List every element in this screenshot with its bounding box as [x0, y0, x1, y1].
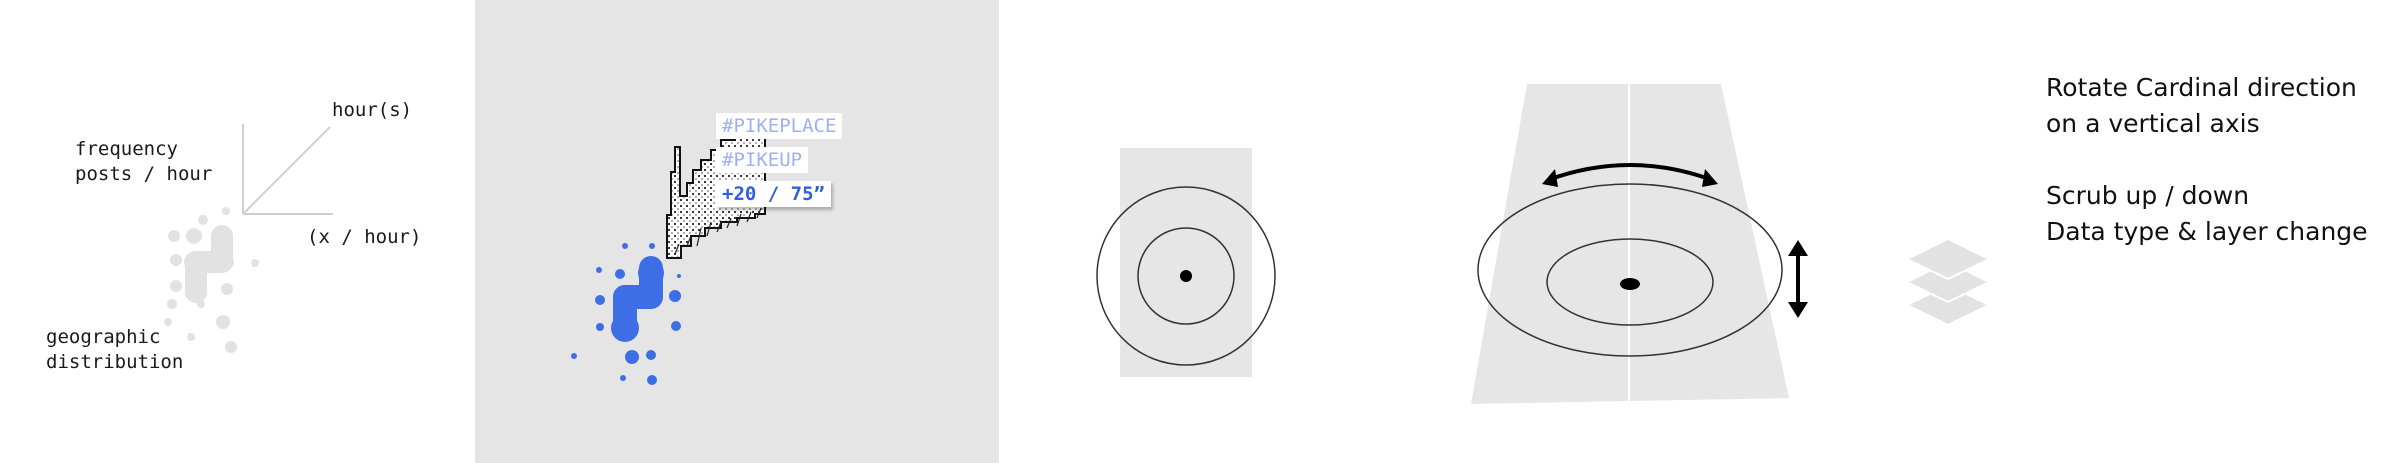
controls-graphic — [1096, 84, 1992, 404]
axes-sketch-panel: frequency posts / hour hour(s) (x / hour… — [0, 0, 475, 463]
top-view-diagram — [1096, 148, 1276, 377]
x-axis-label: (x / hour) — [307, 226, 422, 248]
scrub-description-line1: Scrub up / down — [2046, 181, 2250, 210]
y-axis-label: frequency posts / hour — [75, 138, 213, 185]
stacked-bars-graphic — [571, 125, 766, 385]
controls-panel: Rotate Cardinal direction on a vertical … — [999, 0, 2400, 463]
count-tag: +20 / 75” — [716, 181, 831, 207]
rotate-description-line1: Rotate Cardinal direction — [2046, 73, 2357, 102]
axes-sketch-graphic — [164, 124, 333, 353]
scrub-description-line2: Data type & layer change — [2046, 217, 2368, 246]
rotate-description-line2: on a vertical axis — [2046, 109, 2260, 138]
hashtag-tag-pikeup: #PIKEUP — [716, 147, 809, 173]
hashtag-tag-pikeplace: #PIKEPLACE — [716, 113, 843, 139]
x-top-label: hour(s) — [332, 99, 413, 121]
perspective-diagram — [1471, 84, 1808, 404]
layers-icon — [1904, 237, 1992, 327]
geo-distribution-label: geographic distribution — [46, 326, 184, 373]
tags-visual-panel: #PIKEPLACE #PIKEUP +20 / 75” — [475, 0, 999, 463]
